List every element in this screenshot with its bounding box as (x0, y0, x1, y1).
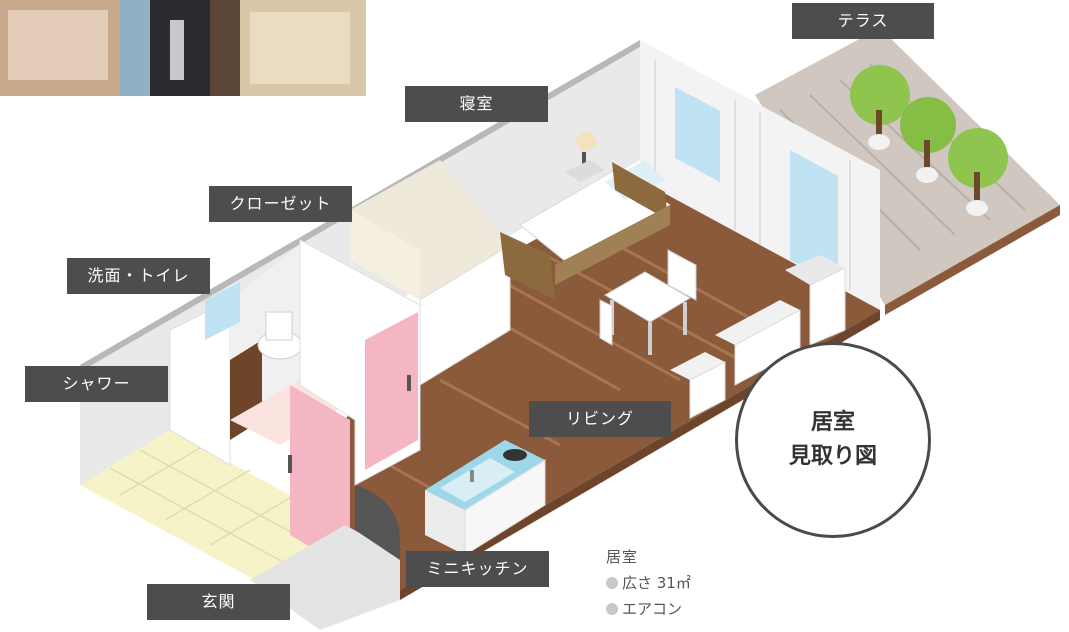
kitchen-label: ミニキッチン (406, 551, 549, 587)
bed-icon (500, 160, 671, 300)
bathroom-doors (288, 239, 421, 570)
bedroom-label: 寝室 (405, 86, 548, 122)
entrance-label: 玄関 (147, 584, 290, 620)
dining-table-icon (599, 249, 697, 355)
closet-block (350, 160, 511, 386)
bullet-icon (606, 603, 618, 615)
badge-line-1: 居室 (810, 410, 855, 435)
terrace-deck (755, 28, 1060, 315)
interior-photo (0, 0, 366, 96)
info-item-text: エアコン (622, 600, 683, 618)
floor-plan-badge: 居室 見取り図 (735, 342, 931, 538)
info-item-aircon: エアコン (606, 596, 806, 622)
closet-label: クローゼット (209, 186, 352, 222)
plant-icons (850, 65, 1008, 216)
room-info: 居室 広さ 31㎡ エアコン (606, 544, 806, 622)
shower-label: シャワー (25, 366, 168, 402)
washroom-label: 洗面・トイレ (67, 258, 210, 294)
living-label: リビング (529, 401, 671, 437)
bullet-icon (606, 577, 618, 589)
terrace-label: テラス (792, 3, 934, 39)
kitchen-unit (425, 440, 546, 556)
badge-line-2: 見取り図 (788, 444, 877, 469)
info-item-text: 広さ 31㎡ (622, 574, 691, 592)
bathroom-area (80, 245, 345, 580)
info-item-area: 広さ 31㎡ (606, 570, 806, 596)
info-title: 居室 (606, 548, 639, 566)
lamp-icon (565, 130, 605, 182)
